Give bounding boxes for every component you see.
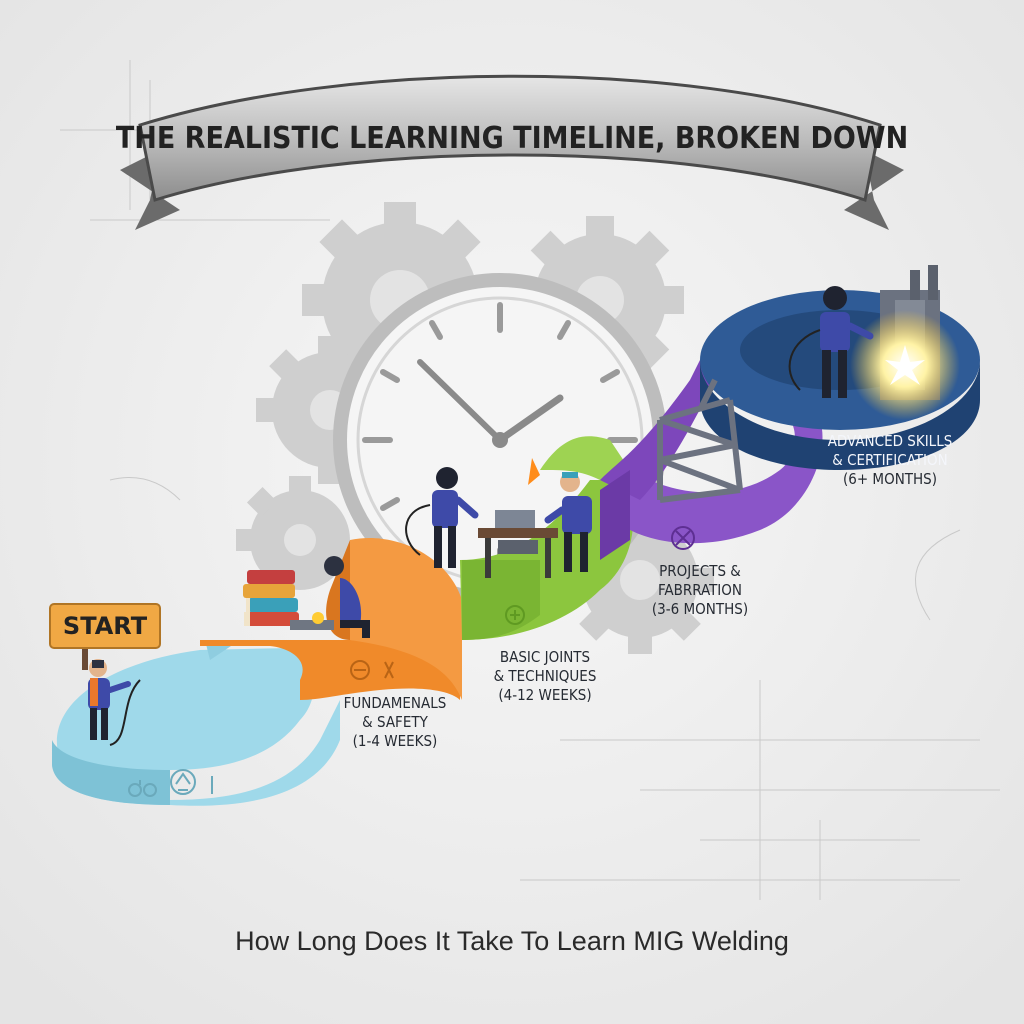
stage-label-advanced: ADVANCED SKILLS & CERTIFICATION (6+ MONT… (805, 432, 975, 489)
caption: How Long Does It Take To Learn MIG Weldi… (0, 926, 1024, 957)
stage-duration: (4-12 WEEKS) (470, 686, 620, 705)
stage-name: PROJECTS & (625, 562, 775, 581)
stage-name: FUNDAMENALS (320, 694, 470, 713)
stage-name-cont: & CERTIFICATION (805, 451, 975, 470)
stage-duration: (6+ MONTHS) (805, 470, 975, 489)
stage-name-cont: & SAFETY (320, 713, 470, 732)
stage-duration: (1-4 WEEKS) (320, 732, 470, 751)
stage-name: ADVANCED SKILLS (805, 432, 975, 451)
start-label: START (63, 612, 148, 640)
stage-name: BASIC JOINTS (470, 648, 620, 667)
stage-duration: (3-6 MONTHS) (625, 600, 775, 619)
stage-label-projects: PROJECTS & FABRRATION (3-6 MONTHS) (625, 562, 775, 619)
books-icon (243, 570, 299, 626)
stage-name-cont: FABRRATION (625, 581, 775, 600)
stage-label-fundamentals: FUNDAMENALS & SAFETY (1-4 WEEKS) (320, 694, 470, 751)
stage-name-cont: & TECHNIQUES (470, 667, 620, 686)
banner-title: THE REALISTIC LEARNING TIMELINE, BROKEN … (116, 121, 908, 156)
stage-label-basic-joints: BASIC JOINTS & TECHNIQUES (4-12 WEEKS) (470, 648, 620, 705)
